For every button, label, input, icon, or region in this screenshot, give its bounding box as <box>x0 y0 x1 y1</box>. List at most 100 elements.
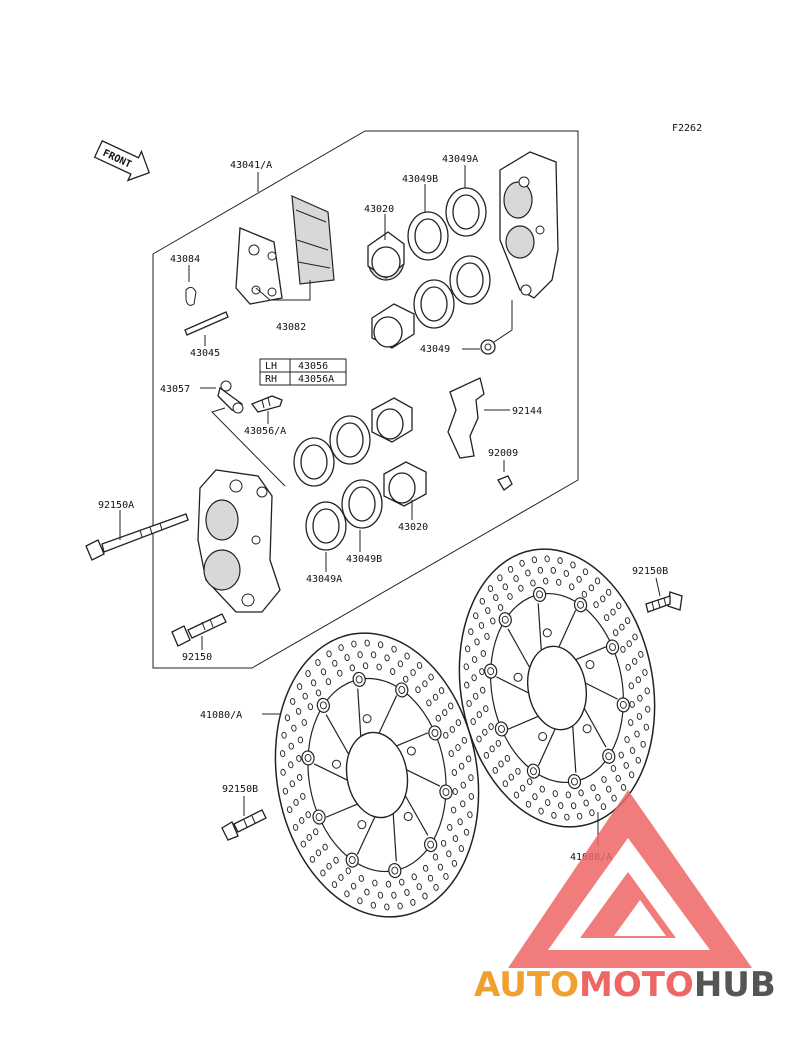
disc-drill-hole <box>507 565 514 573</box>
disc-mount-hole <box>513 672 523 682</box>
disc-drill-hole <box>452 835 459 843</box>
disc-carrier-spoke <box>378 695 398 734</box>
disc-carrier-spoke <box>406 769 441 787</box>
disc-drill-hole <box>473 692 479 700</box>
disc-drill-hole <box>432 853 439 861</box>
disc-drill-hole <box>345 867 351 875</box>
disc-drill-hole <box>449 726 455 733</box>
disc-drill-hole <box>483 751 490 759</box>
disc-drill-hole <box>542 577 549 585</box>
disc-drill-hole <box>460 800 466 808</box>
disc-drill-hole <box>384 654 390 662</box>
disc-drill-hole <box>594 577 601 585</box>
disc-drill-hole <box>564 813 570 821</box>
disc-drill-hole <box>593 601 599 609</box>
disc-drill-hole <box>497 604 504 611</box>
watermark-logo <box>508 790 752 968</box>
disc-drill-hole <box>628 771 635 779</box>
disc-drill-hole <box>589 809 595 817</box>
disc-drill-hole <box>588 584 595 592</box>
disc-drill-hole <box>628 682 634 690</box>
disc-drill-hole <box>338 874 344 881</box>
upper-seal-a-1 <box>445 187 487 237</box>
disc-drill-hole <box>337 669 343 677</box>
disc-drill-hole <box>296 755 302 762</box>
disc-carrier-spoke <box>507 628 531 669</box>
side-table: LH 43056 RH 43056A <box>259 358 347 386</box>
disc-mount-hole <box>542 628 552 638</box>
disc-drill-hole <box>638 650 644 658</box>
pad-pin <box>184 311 229 336</box>
disc-drill-hole <box>416 662 423 669</box>
disc-drill-hole <box>519 784 526 792</box>
disc-drill-hole <box>612 629 619 637</box>
disc-drill-hole <box>545 799 551 806</box>
disc-drill-hole <box>377 641 384 649</box>
disc-drill-hole <box>432 693 439 701</box>
figure-code: F2262 <box>672 123 702 134</box>
disc-drill-hole <box>467 811 473 819</box>
disc-drill-hole <box>504 754 511 762</box>
disc-drill-hole <box>333 856 339 864</box>
watermark-text-hub: HUB <box>694 965 776 1005</box>
disc-float-button-center <box>487 667 495 676</box>
disc-drill-hole <box>502 780 509 788</box>
disc-drill-hole <box>515 767 521 775</box>
disc-drill-hole <box>446 850 452 858</box>
disc-drill-hole <box>578 789 584 797</box>
disc-drill-hole <box>364 888 370 896</box>
screw-92009 <box>497 460 513 491</box>
disc-drill-hole <box>488 723 494 731</box>
disc-drill-hole <box>307 703 314 711</box>
disc-drill-hole <box>532 793 538 801</box>
disc-drill-hole <box>570 802 577 810</box>
label-92150A: 92150A <box>98 500 134 511</box>
disc-drill-hole <box>293 799 299 806</box>
disc-drill-hole <box>326 650 332 658</box>
brake-pad-front <box>291 195 335 285</box>
disc-drill-hole <box>498 760 504 768</box>
label-43082: 43082 <box>276 322 306 333</box>
disc-drill-hole <box>338 644 344 652</box>
disc-float-button-center <box>304 754 312 762</box>
disc-drill-hole <box>590 784 596 792</box>
disc-drill-hole <box>362 662 369 670</box>
disc-float-button-center <box>498 725 505 733</box>
label-43056A: 43056/A <box>244 426 286 437</box>
disc-drill-hole <box>295 707 302 715</box>
disc-drill-hole <box>484 632 490 640</box>
disc-drill-hole <box>478 622 485 629</box>
disc-drill-hole <box>508 773 514 781</box>
disc-drill-hole <box>300 840 306 848</box>
disc-drill-hole <box>624 617 631 625</box>
label-43041A: 43041/A <box>230 160 272 171</box>
disc-drill-hole <box>452 788 458 795</box>
disc-carrier-spoke <box>537 728 556 767</box>
caliper-half-inner <box>197 469 281 613</box>
disc-float-button-center <box>501 615 509 624</box>
disc-drill-hole <box>479 668 485 676</box>
disc-drill-hole <box>349 664 355 672</box>
disc-drill-hole <box>603 614 610 622</box>
disc-drill-hole <box>279 750 286 758</box>
disc-drill-hole <box>489 745 495 753</box>
upper-piston-2 <box>371 303 415 349</box>
disc-drill-hole <box>485 607 491 615</box>
disc-drill-hole <box>372 879 378 887</box>
disc-mount-hole <box>582 724 592 734</box>
disc-drill-hole <box>480 650 486 657</box>
disc-drill-hole <box>310 679 317 687</box>
disc-drill-hole <box>448 702 454 710</box>
disc-float-button-center <box>427 840 435 849</box>
disc-drill-hole <box>628 719 634 726</box>
disc-hub <box>345 731 409 819</box>
disc-carrier-spoke <box>583 707 607 748</box>
disc-drill-hole <box>443 873 449 880</box>
disc-float-button-center <box>536 590 544 599</box>
disc-float-button-center <box>315 813 323 821</box>
disc-drill-hole <box>422 864 429 872</box>
disc-drill-hole <box>551 811 557 819</box>
disc-drill-hole <box>645 705 651 713</box>
disc-float-button-center <box>619 700 627 709</box>
